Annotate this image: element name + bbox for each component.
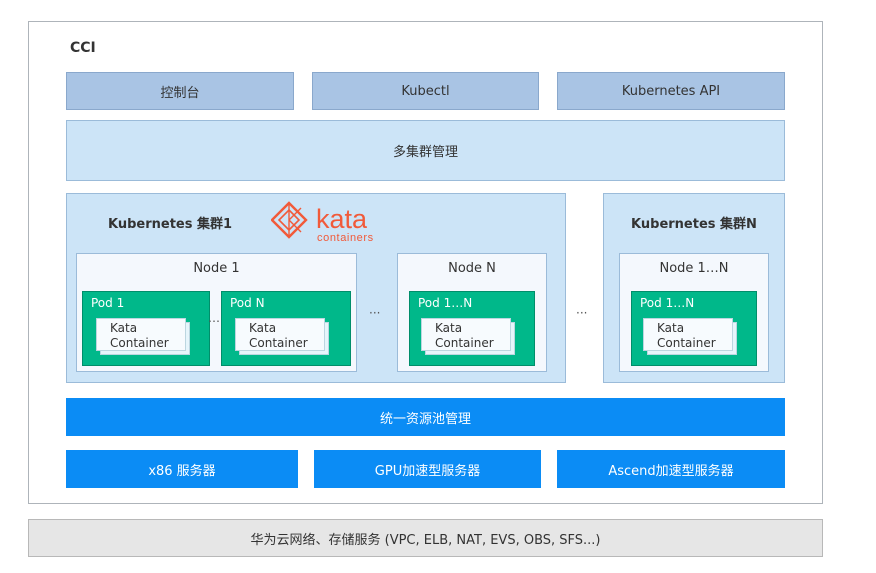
kata-container: Kata Container [421, 318, 511, 351]
kata-container-line2: Container [249, 336, 308, 350]
cluster-ellipsis: ··· [576, 306, 588, 320]
node-ellipsis: ··· [369, 306, 381, 320]
unified-resource-pool-box: 统一资源池管理 [66, 398, 785, 436]
kata-container-line1: Kata [657, 321, 685, 335]
kata-logo-icon: kata containers [270, 201, 374, 244]
kata-container: Kata Container [96, 318, 186, 351]
node-1-n-label: Node 1…N [659, 261, 729, 276]
node-1-label: Node 1 [193, 261, 240, 276]
kata-subtitle: containers [317, 232, 374, 244]
diagram-title: CCI [70, 40, 96, 56]
x86-server-box: x86 服务器 [66, 450, 298, 488]
pod-ellipsis: … [208, 311, 220, 325]
huawei-cloud-services-box: 华为云网络、存储服务 (VPC, ELB, NAT, EVS, OBS, SFS… [28, 519, 823, 557]
kata-containers-logo: kata containers [270, 200, 391, 244]
console-box: 控制台 [66, 72, 294, 110]
ascend-server-box: Ascend加速型服务器 [557, 450, 785, 488]
pod-label: Pod N [230, 296, 265, 310]
node-n-label: Node N [448, 261, 496, 276]
kata-container: Kata Container [643, 318, 733, 351]
gpu-server-box: GPU加速型服务器 [314, 450, 541, 488]
pod-label: Pod 1…N [640, 296, 695, 310]
kubectl-box: Kubectl [312, 72, 539, 110]
kata-container: Kata Container [235, 318, 325, 351]
kata-container-line1: Kata [249, 321, 277, 335]
multi-cluster-management-box: 多集群管理 [66, 120, 785, 181]
kata-container-line2: Container [435, 336, 494, 350]
kubernetes-api-box: Kubernetes API [557, 72, 785, 110]
kata-container-line1: Kata [435, 321, 463, 335]
pod-label: Pod 1 [91, 296, 125, 310]
pod-label: Pod 1…N [418, 296, 473, 310]
cluster-1-label: Kubernetes 集群1 [108, 217, 233, 232]
cluster-n-label: Kubernetes 集群N [631, 217, 757, 232]
kata-wordmark: kata [316, 204, 368, 234]
kata-container-line2: Container [110, 336, 169, 350]
kata-container-line2: Container [657, 336, 716, 350]
kata-container-line1: Kata [110, 321, 138, 335]
